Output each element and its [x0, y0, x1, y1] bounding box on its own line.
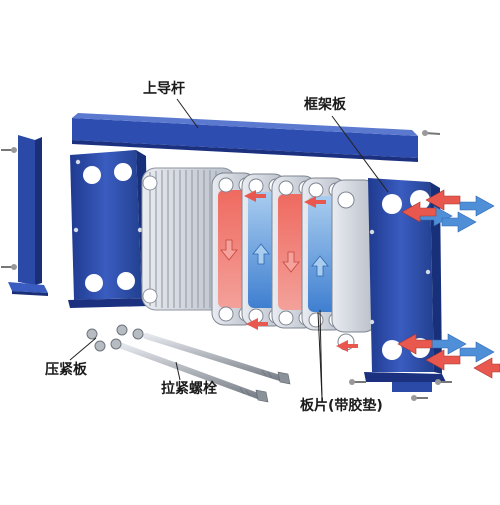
label-tightening-bolt: 拉紧螺栓 — [161, 381, 217, 397]
upper-guide-bar — [72, 113, 418, 162]
support-column — [8, 135, 48, 296]
guide-bar-bolts — [1, 130, 441, 270]
frame-bolts — [349, 379, 452, 401]
label-upper-guide-bar: 上导杆 — [143, 81, 185, 97]
port-flow-arrows — [397, 189, 500, 379]
label-pressure-plate: 压紧板 — [45, 362, 87, 378]
label-plate-with-gasket: 板片(带胶垫) — [300, 398, 383, 414]
cold-flow-arrow-icon — [459, 341, 495, 363]
plate-end — [331, 179, 377, 351]
leader-lines — [69, 98, 389, 399]
internal-flow-arrows — [244, 190, 358, 352]
frame-plate — [364, 178, 446, 392]
label-frame-plate: 框架板 — [304, 97, 346, 113]
pressure-plate — [68, 150, 150, 308]
hot-flow-arrow-icon — [473, 357, 500, 379]
hot-flow-arrow-icon — [425, 189, 461, 211]
hot-flow-arrow-icon — [397, 333, 433, 355]
hot-flow-arrow-icon — [401, 201, 437, 223]
tightening-bolts — [86, 324, 291, 403]
hot-flow-arrow-icon — [425, 349, 461, 371]
cold-flow-arrow-icon — [441, 211, 477, 233]
cold-flow-arrow-icon — [459, 195, 495, 217]
